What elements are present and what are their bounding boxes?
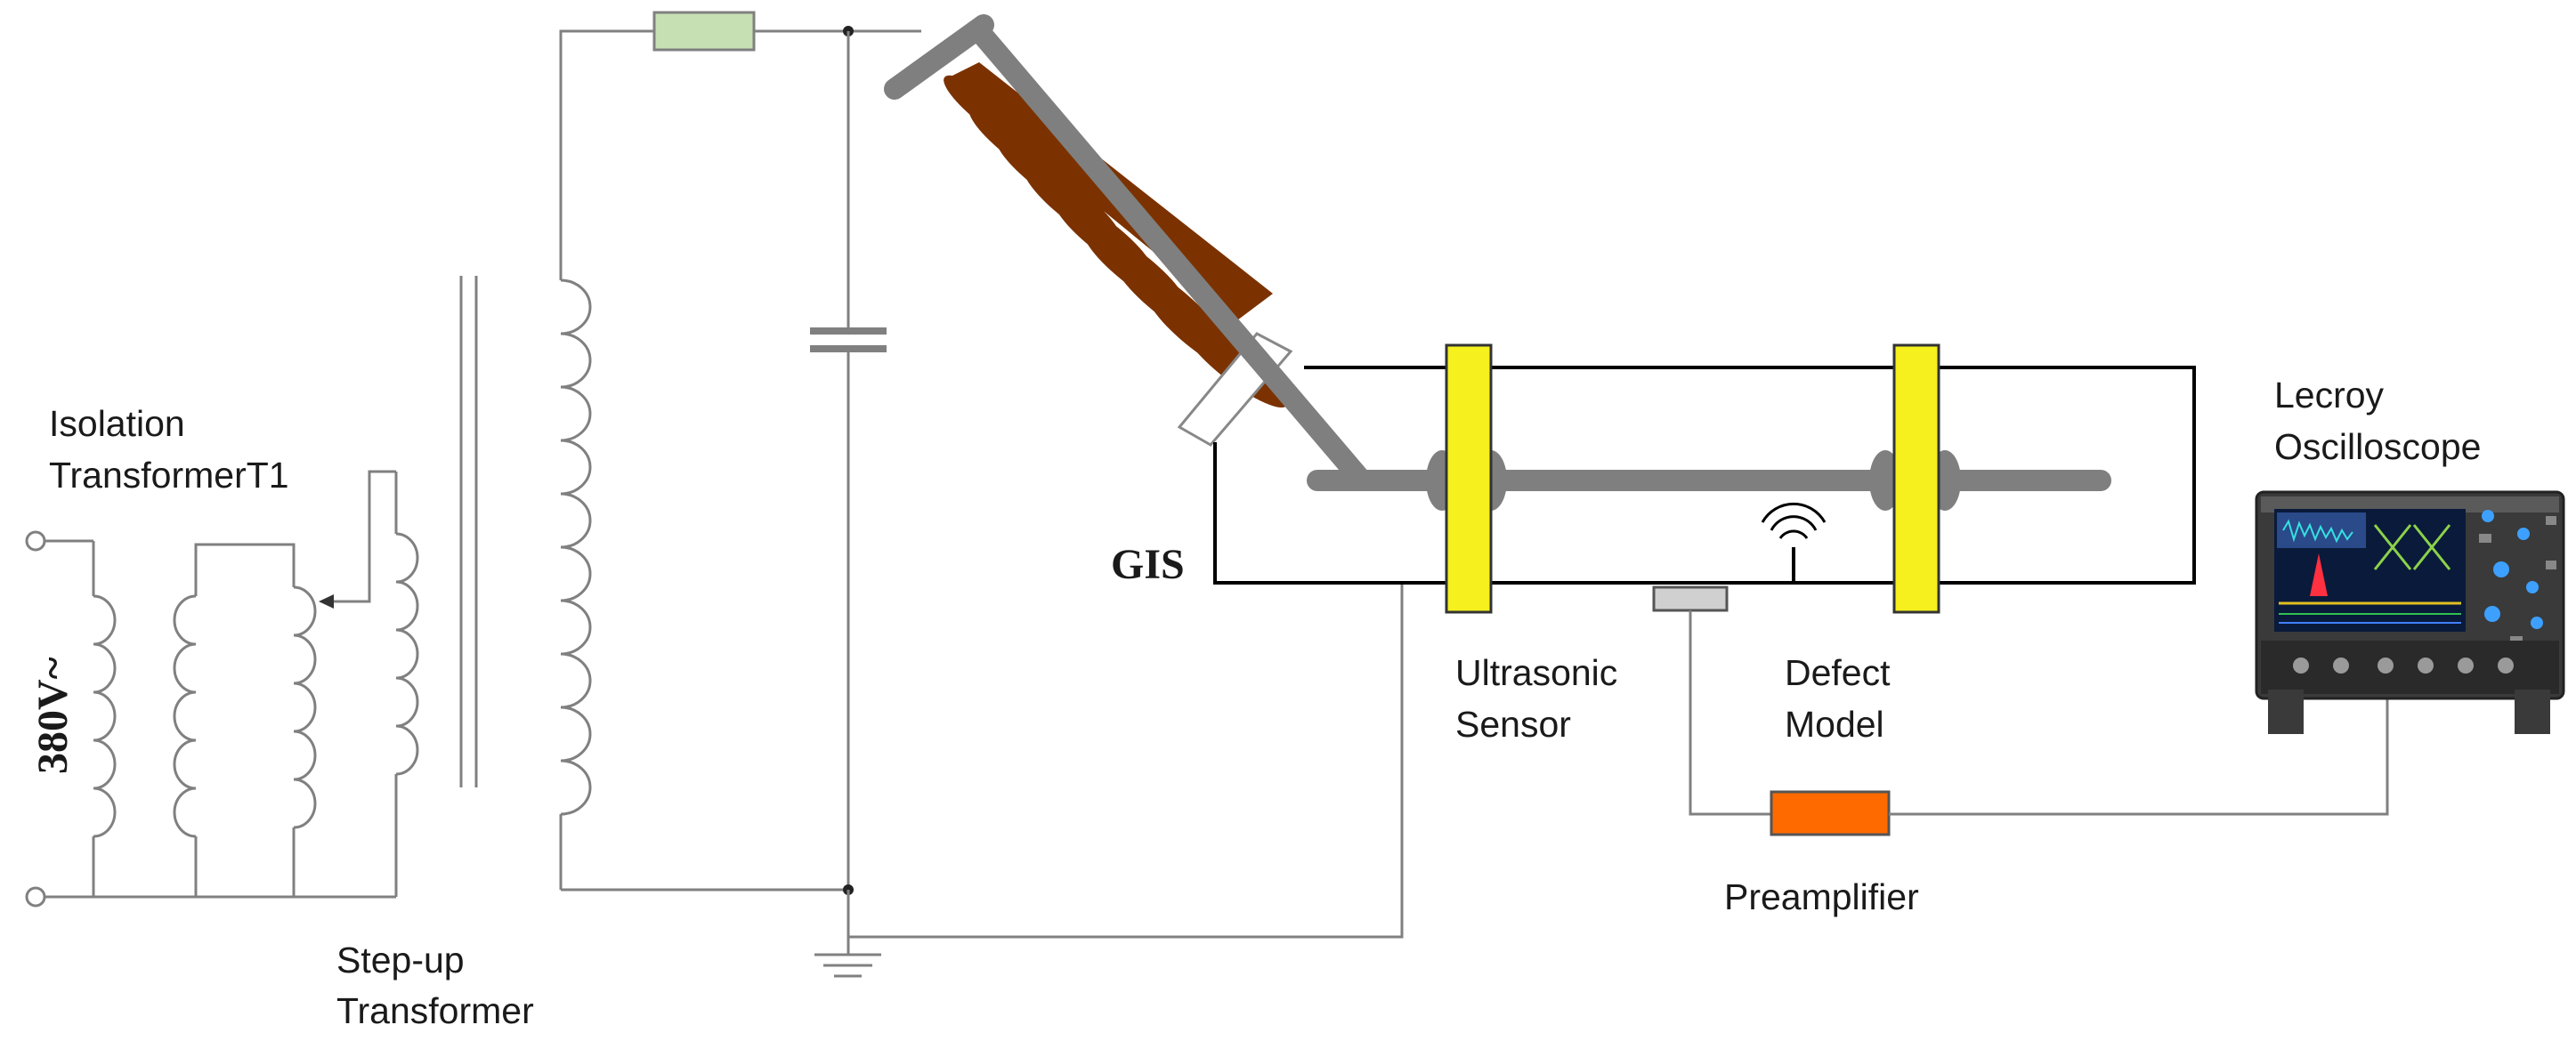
label-isolation-line2: TransformerT1 xyxy=(49,455,289,496)
defect-model-ring xyxy=(1869,343,1961,614)
wiper-arrow-icon xyxy=(319,594,334,609)
label-gis: GIS xyxy=(1111,541,1185,588)
step-up-secondary-coil xyxy=(559,271,592,890)
label-voltage: 380V~ xyxy=(29,657,77,774)
ultrasonic-sensor xyxy=(1426,343,1507,614)
label-oscilloscope-line2: Oscilloscope xyxy=(2274,426,2481,467)
isolation-transformer-secondary-coil xyxy=(173,543,296,897)
preamplifier xyxy=(1770,790,1891,836)
label-stepup-line2: Transformer xyxy=(336,990,534,1031)
protective-resistor xyxy=(652,11,756,52)
step-up-primary-coil xyxy=(394,472,419,897)
bushing xyxy=(884,14,1373,491)
label-defect-line1: Defect xyxy=(1785,652,1891,693)
capacitor-divider xyxy=(810,31,887,890)
label-ultrasonic-line2: Sensor xyxy=(1455,704,1571,745)
label-stepup-line1: Step-up xyxy=(336,940,465,980)
label-oscilloscope-line1: Lecroy xyxy=(2274,375,2385,416)
oscilloscope xyxy=(2255,490,2565,734)
signal-waves-icon xyxy=(1761,502,1827,583)
label-isolation-line1: Isolation xyxy=(49,403,185,444)
hv-lead xyxy=(559,29,654,271)
transformer-core xyxy=(459,276,478,787)
label-preamplifier: Preamplifier xyxy=(1724,876,1919,917)
ground-icon xyxy=(814,890,881,978)
sensor-to-preamp-wire xyxy=(1689,610,1771,816)
autotransformer-coil xyxy=(292,470,396,897)
label-defect-line2: Model xyxy=(1785,704,1884,745)
isolation-transformer-primary-coil xyxy=(92,541,117,897)
defect-acoustic-sensor xyxy=(1652,585,1729,612)
label-ultrasonic-line1: Ultrasonic xyxy=(1455,652,1617,693)
ground-return-wire xyxy=(848,583,1404,939)
preamp-to-scope-wire xyxy=(1889,694,2389,816)
bushing-top-cap xyxy=(884,14,994,100)
